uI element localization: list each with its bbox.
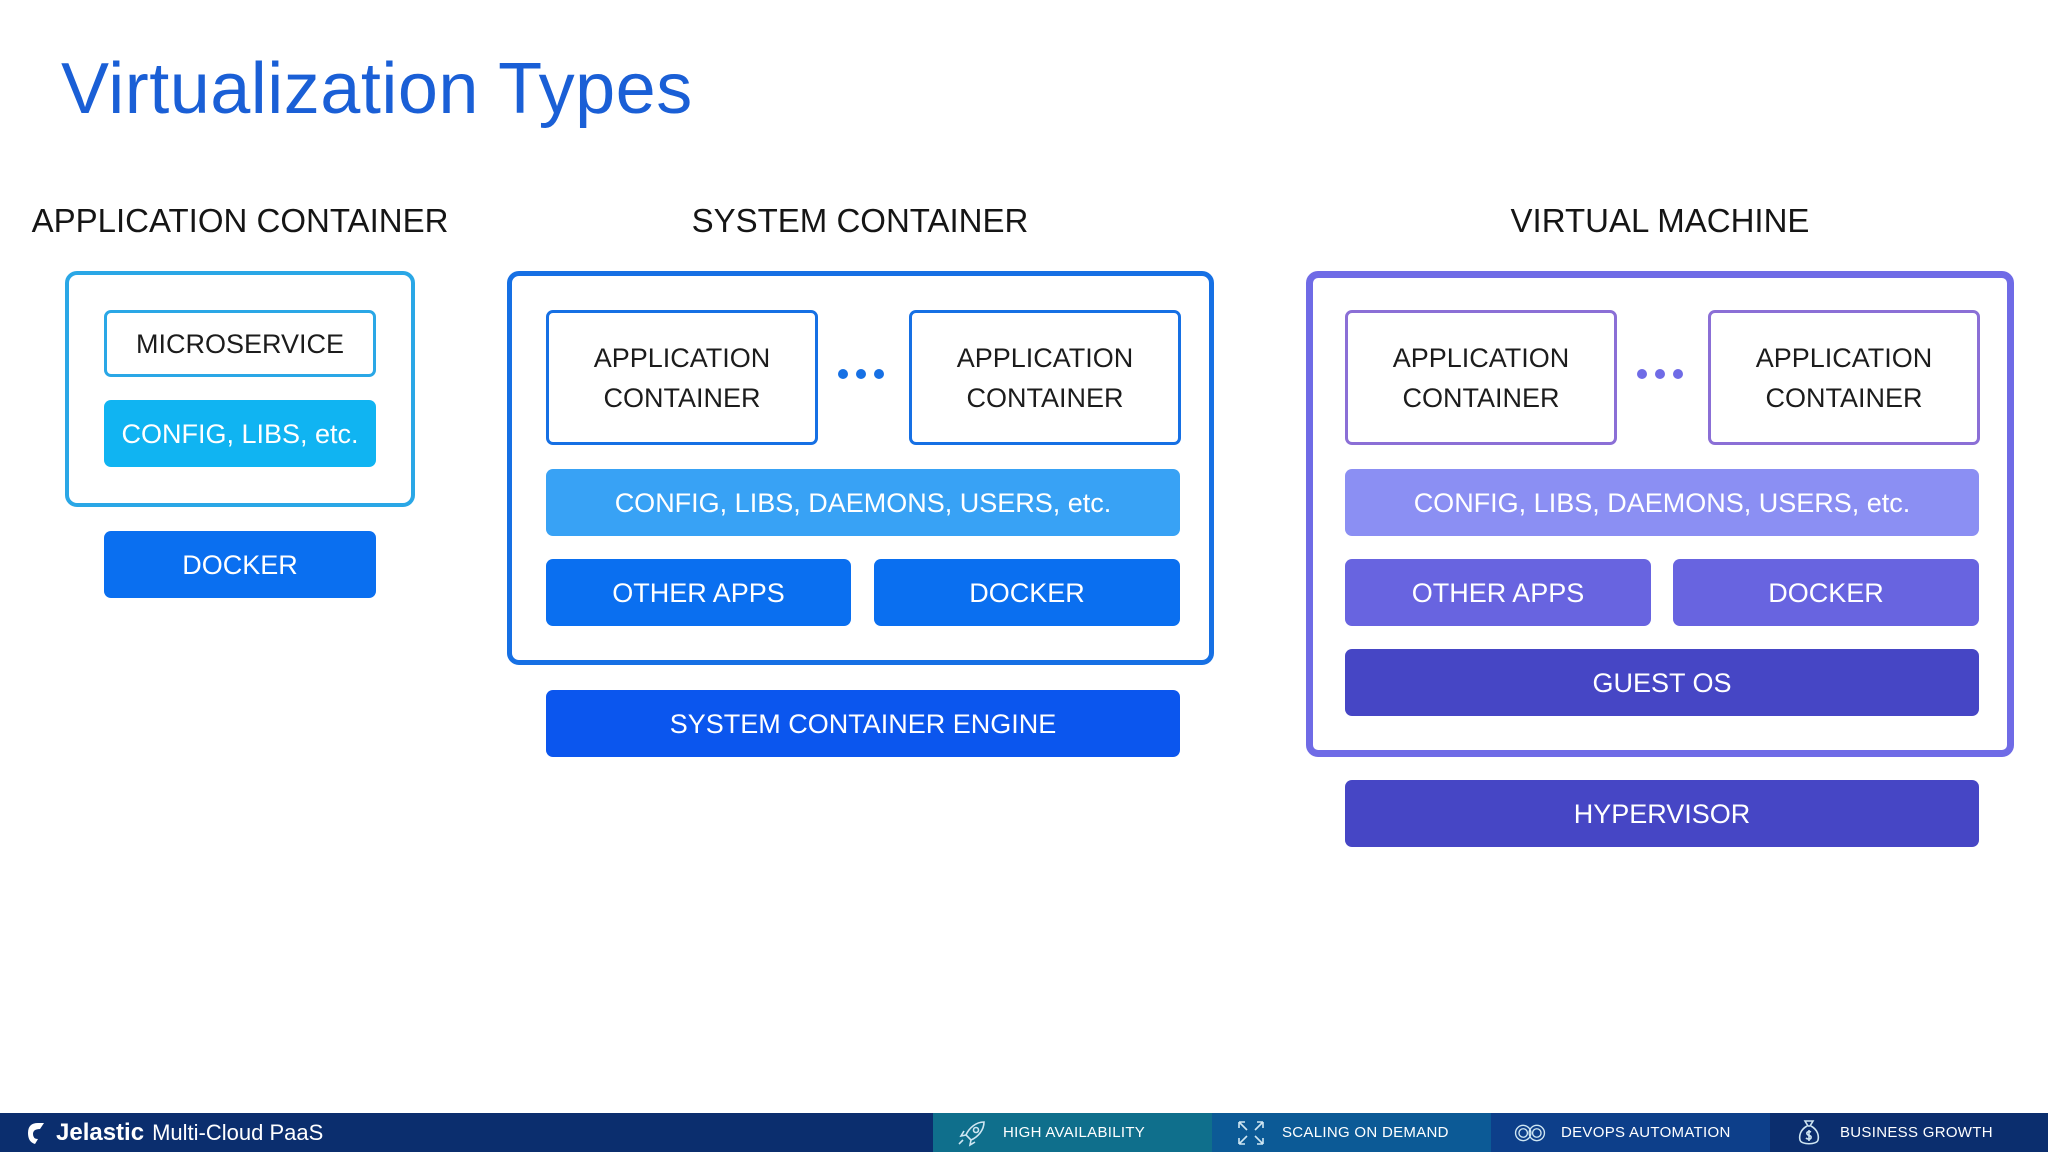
tile-label: HIGH AVAILABILITY [1003, 1124, 1146, 1141]
rocket-icon [955, 1118, 989, 1148]
vm-app-container-left: APPLICATION CONTAINER [1345, 310, 1617, 445]
app-container-frame [65, 271, 415, 507]
system-container-engine-box: SYSTEM CONTAINER ENGINE [546, 690, 1180, 757]
vm-hypervisor-box: HYPERVISOR [1345, 780, 1979, 847]
money-bag-icon [1792, 1118, 1826, 1148]
vm-other-apps-box: OTHER APPS [1345, 559, 1651, 626]
heading-application-container: APPLICATION CONTAINER [31, 202, 449, 239]
brand-subtitle: Multi-Cloud PaaS [152, 1119, 324, 1145]
microservice-box: MICROSERVICE [104, 310, 376, 377]
ellipsis-dot [1655, 369, 1665, 379]
vm-app-container-right: APPLICATION CONTAINER [1708, 310, 1980, 445]
infinity-icon [1513, 1118, 1547, 1148]
footer-tile-devops-automation: DEVOPS AUTOMATION [1491, 1113, 1770, 1152]
jelastic-logo-icon [24, 1120, 48, 1146]
heading-system-container: SYSTEM CONTAINER [691, 202, 1029, 239]
vm-guest-os-box: GUEST OS [1345, 649, 1979, 716]
ellipsis-dot [1673, 369, 1683, 379]
ellipsis-dot [1637, 369, 1647, 379]
system-app-container-left: APPLICATION CONTAINER [546, 310, 818, 445]
app-docker-box: DOCKER [104, 531, 376, 598]
page-title: Virtualization Types [61, 49, 693, 129]
vm-docker-box: DOCKER [1673, 559, 1979, 626]
vm-config-box: CONFIG, LIBS, DAEMONS, USERS, etc. [1345, 469, 1979, 536]
ellipsis-dot [856, 369, 866, 379]
vm-ellipsis-dots [1637, 369, 1683, 379]
scaling-arrows-icon [1234, 1118, 1268, 1148]
system-docker-box: DOCKER [874, 559, 1180, 626]
heading-virtual-machine: VIRTUAL MACHINE [1510, 202, 1810, 239]
footer-tile-high-availability: HIGH AVAILABILITY [933, 1113, 1212, 1152]
app-config-box: CONFIG, LIBS, etc. [104, 400, 376, 467]
ellipsis-dot [874, 369, 884, 379]
footer-brand: Jelastic Multi-Cloud PaaS [24, 1113, 323, 1152]
footer-tile-business-growth: BUSINESS GROWTH [1770, 1113, 2048, 1152]
tile-label: BUSINESS GROWTH [1840, 1124, 1993, 1141]
footer-tile-scaling-on-demand: SCALING ON DEMAND [1212, 1113, 1491, 1152]
system-other-apps-box: OTHER APPS [546, 559, 851, 626]
brand-name: Jelastic [56, 1118, 145, 1146]
system-config-box: CONFIG, LIBS, DAEMONS, USERS, etc. [546, 469, 1180, 536]
tile-label: DEVOPS AUTOMATION [1561, 1124, 1731, 1141]
ellipsis-dot [838, 369, 848, 379]
tile-label: SCALING ON DEMAND [1282, 1124, 1449, 1141]
system-ellipsis-dots [838, 369, 884, 379]
system-app-container-right: APPLICATION CONTAINER [909, 310, 1181, 445]
